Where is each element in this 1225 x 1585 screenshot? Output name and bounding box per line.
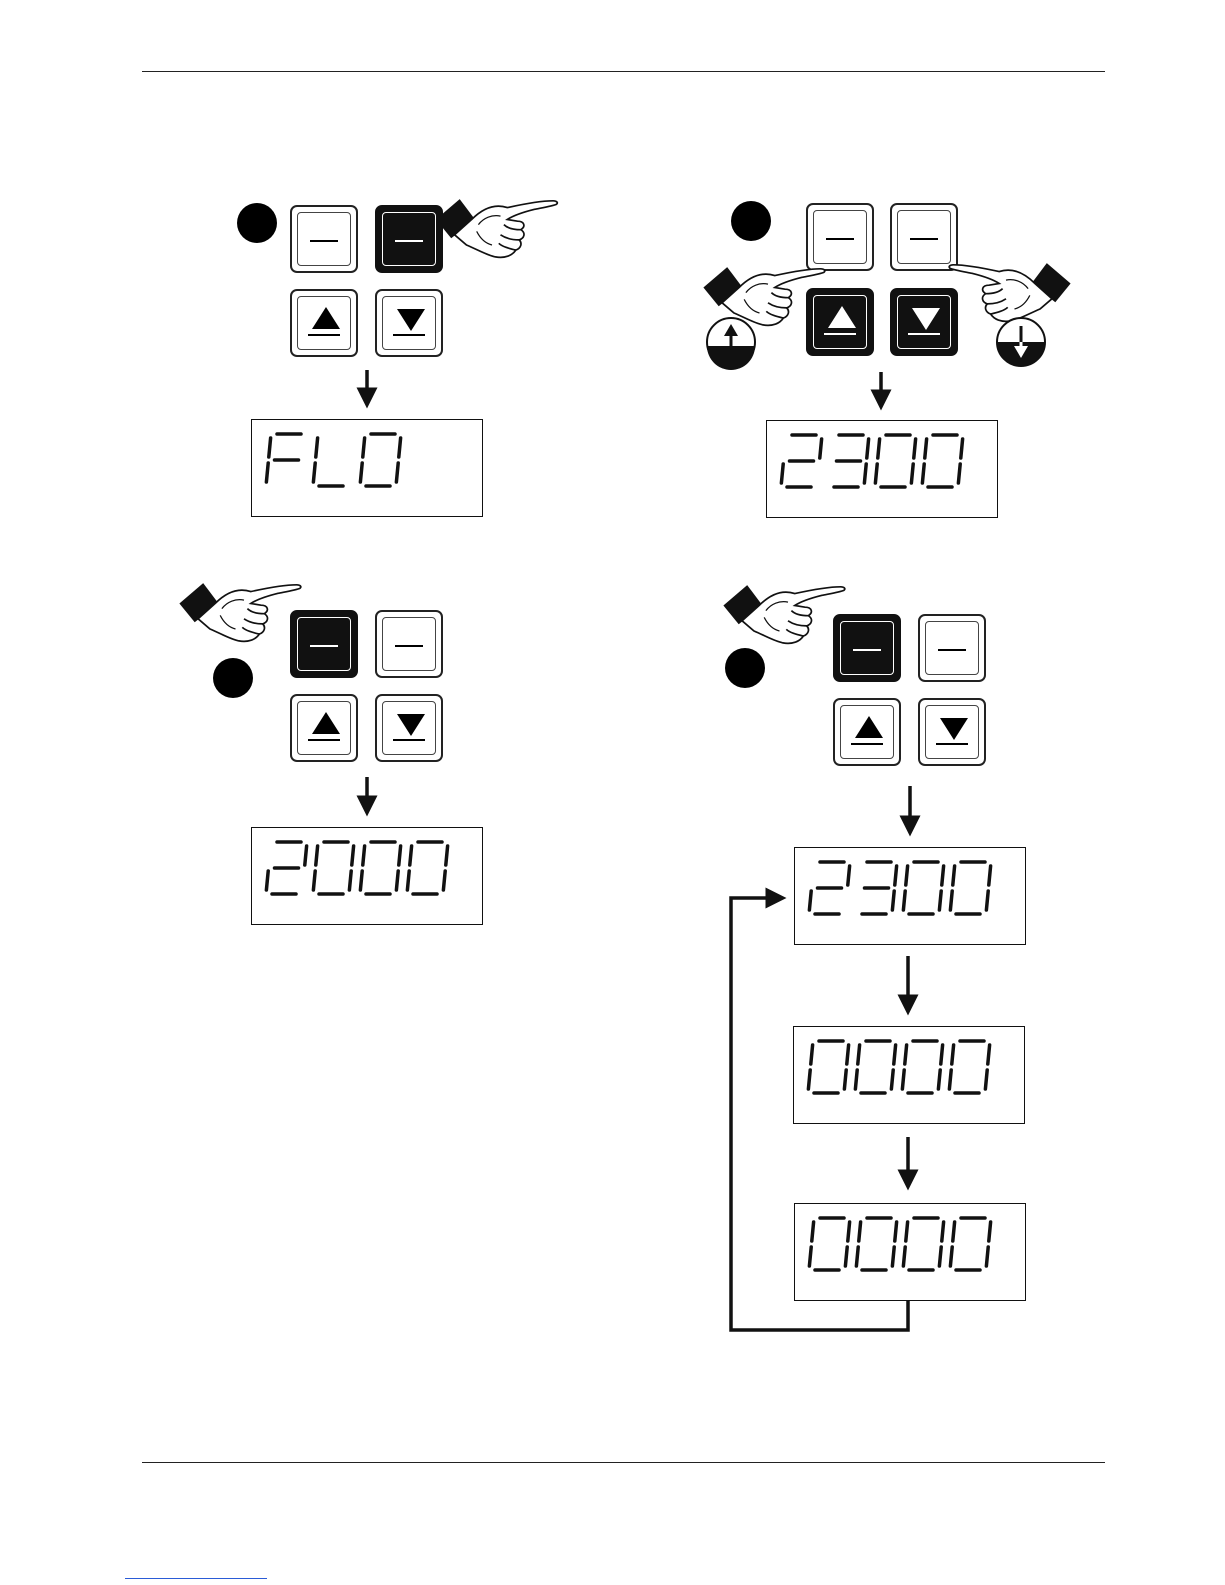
- loop-back-arrow: [731, 898, 908, 1330]
- pointing-hand-icon: [723, 585, 844, 643]
- up-arrow-circle-icon: [707, 318, 755, 370]
- pointing-hand-icon: [436, 199, 557, 257]
- down-arrow-circle-icon: [997, 318, 1045, 366]
- pointing-hand-icon: [179, 583, 300, 641]
- pointing-hand-icon: [949, 263, 1070, 321]
- pointing-hand-icon: [703, 267, 824, 325]
